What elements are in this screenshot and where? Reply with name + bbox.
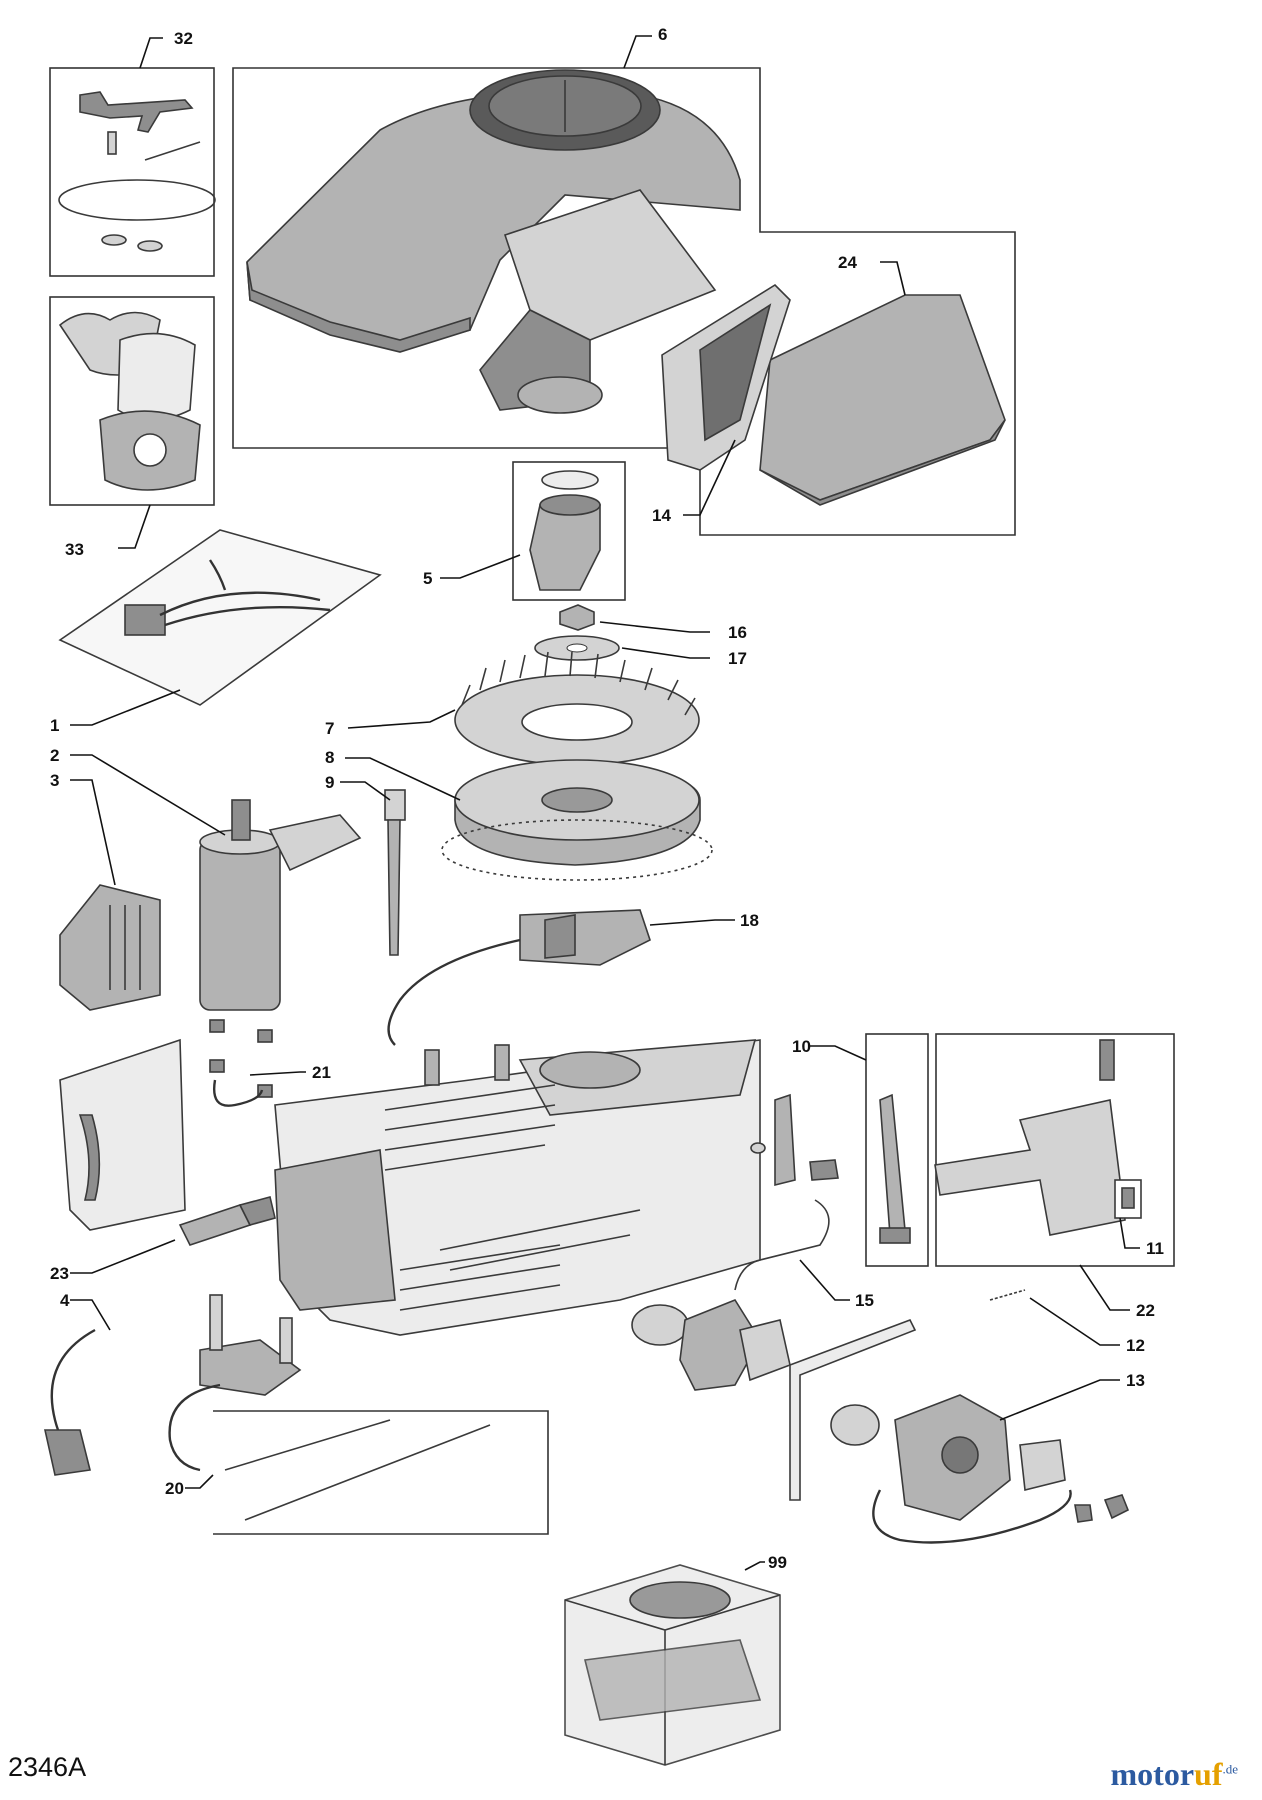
label-2: 2 [50, 746, 59, 765]
label-4: 4 [60, 1291, 70, 1310]
blower-housing-box [232, 35, 1016, 536]
air-filter-element-14 [661, 283, 791, 516]
label-23: 23 [50, 1264, 69, 1283]
ignition-module-18 [387, 909, 735, 1046]
control-lever-10 [810, 1045, 911, 1244]
intake-spacer [631, 1299, 791, 1391]
cylinder-fins [384, 1084, 561, 1311]
kit-32-parts [58, 91, 216, 252]
label-33: 33 [65, 540, 84, 559]
rectifier-3 [59, 779, 161, 1011]
label-17: 17 [728, 649, 747, 668]
control-bracket-22 [934, 1039, 1130, 1311]
engine-package-99 [564, 1561, 781, 1766]
label-32: 32 [174, 29, 193, 48]
label-20: 20 [165, 1479, 184, 1498]
label-12: 12 [1126, 1336, 1145, 1355]
heat-shield [59, 1038, 186, 1231]
gasket-kit-box-33 [49, 296, 215, 506]
air-filter-cover-24 [759, 261, 1006, 506]
spring-12 [989, 1289, 1120, 1346]
label-11: 11 [1146, 1239, 1164, 1258]
cooling-fan-7 [347, 651, 700, 766]
label-6: 6 [658, 25, 667, 44]
label-5: 5 [423, 569, 432, 588]
label-21: 21 [312, 1063, 331, 1082]
brand-tld: .de [1222, 1761, 1238, 1777]
label-99: 99 [768, 1553, 787, 1572]
brand-logo[interactable]: motoruf.de [1111, 1756, 1239, 1793]
wiring-harness-1 [58, 529, 382, 726]
label-1: 1 [50, 716, 59, 735]
carburetor-13 [789, 1318, 1130, 1544]
small-bracket [750, 1093, 839, 1187]
brand-part2: uf [1194, 1756, 1223, 1792]
label-14: 14 [652, 506, 671, 525]
ignition-coil-5 [440, 470, 601, 591]
ignition-box-5 [512, 461, 626, 601]
label-18: 18 [740, 911, 759, 930]
label-24: 24 [838, 253, 857, 272]
diagram-code: 2346A [8, 1752, 87, 1782]
label-3: 3 [50, 771, 59, 790]
flywheel-nut-16 [559, 604, 710, 633]
clips-21 [209, 1019, 306, 1107]
label-22: 22 [1136, 1301, 1155, 1320]
callout-labels: 32 6 24 33 14 5 16 17 1 7 2 8 3 9 18 21 … [50, 25, 1164, 1572]
bracket-box-22 [935, 1033, 1175, 1267]
ignition-lead-4 [44, 1294, 302, 1476]
flywheel-8 [345, 757, 713, 881]
blower-housing [246, 69, 741, 414]
clip-11 [1114, 1179, 1142, 1249]
spark-plug-23 [70, 1196, 276, 1274]
gasket-kit-33-parts [58, 311, 201, 549]
label-8: 8 [325, 748, 334, 767]
label-15: 15 [855, 1291, 874, 1310]
dipstick-9 [340, 781, 406, 956]
starter-motor-2 [70, 754, 362, 1011]
washer-17 [534, 635, 710, 661]
kit-box-32 [49, 37, 215, 277]
label-7: 7 [325, 719, 334, 738]
engine-block [274, 1039, 761, 1336]
governor-rods-20 [185, 1419, 491, 1521]
breather-tube-15 [734, 1199, 850, 1301]
label-10: 10 [792, 1037, 811, 1056]
label-13: 13 [1126, 1371, 1145, 1390]
label-16: 16 [728, 623, 747, 642]
rods-box-20 [213, 1410, 549, 1535]
label-9: 9 [325, 773, 334, 792]
brand-part1: motor [1110, 1756, 1195, 1792]
lever-box-10 [865, 1033, 929, 1267]
